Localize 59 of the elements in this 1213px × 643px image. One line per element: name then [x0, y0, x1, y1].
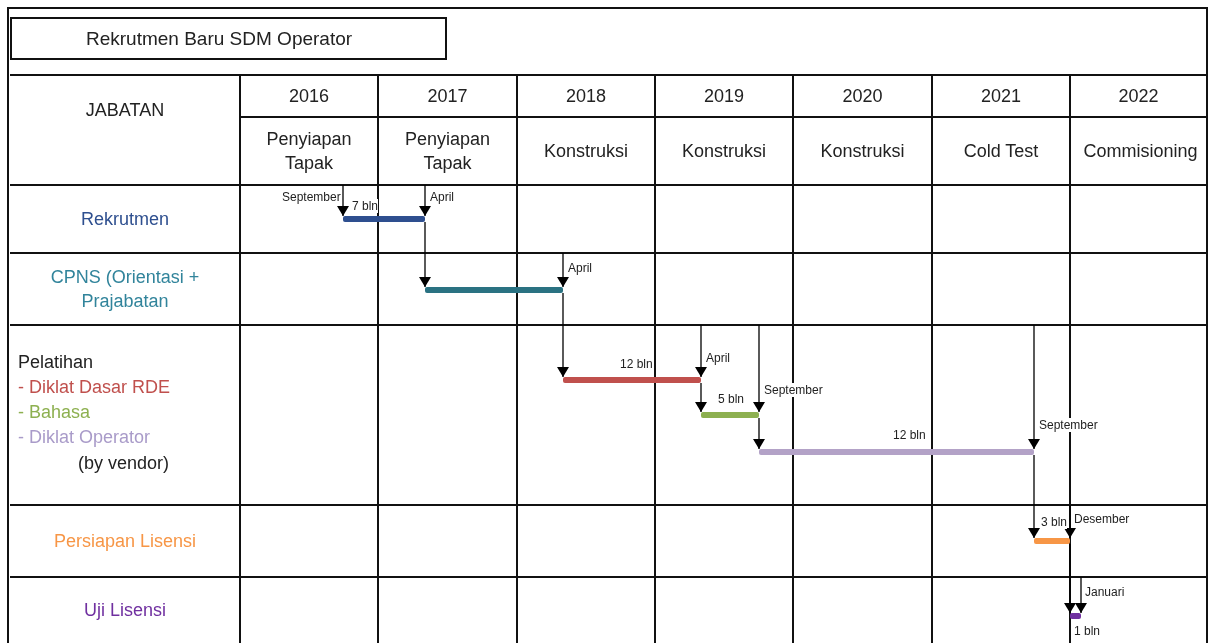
edge-label: September — [1038, 418, 1099, 432]
arrow — [1028, 454, 1040, 539]
arrow — [1075, 576, 1087, 614]
gantt-bar — [1034, 538, 1070, 544]
arrow — [695, 382, 707, 413]
arrow — [1028, 324, 1040, 450]
gantt-bar — [343, 216, 425, 222]
row-label: - Bahasa — [18, 402, 91, 423]
phase-text: Konstruksi — [543, 140, 628, 163]
arrow — [557, 252, 569, 288]
column-heading: JABATAN — [85, 99, 165, 122]
gantt-bar — [759, 449, 1034, 455]
year-heading: 2017 — [427, 85, 468, 108]
duration-label: 5 bln — [718, 392, 745, 406]
year-heading: 2021 — [980, 85, 1021, 108]
row-label: Persiapan Lisensi — [53, 530, 197, 553]
arrow — [1064, 543, 1076, 614]
year-heading: 2018 — [565, 85, 606, 108]
gantt-bar — [701, 412, 759, 418]
arrow — [419, 221, 431, 288]
duration-label: 7 bln — [352, 199, 379, 213]
arrow — [1064, 504, 1076, 539]
phase-text: Konstruksi — [681, 140, 766, 163]
edge-label: Januari — [1084, 585, 1126, 599]
edge-label: Desember — [1073, 512, 1131, 526]
row-label: CPNS (Orientasi + Prajabatan — [49, 266, 201, 313]
arrow — [337, 184, 349, 217]
arrow — [753, 417, 765, 450]
arrow — [695, 324, 707, 378]
arrow — [753, 324, 765, 413]
arrow — [419, 184, 431, 217]
row-label: Pelatihan — [18, 352, 94, 373]
gantt-bar — [563, 377, 701, 383]
edge-label: April — [567, 261, 593, 275]
row-label: Rekrutmen — [81, 208, 169, 231]
edge-label: September — [763, 383, 824, 397]
duration-label: 3 bln — [1041, 515, 1068, 529]
row-label: (by vendor) — [78, 453, 170, 474]
year-heading: 2019 — [703, 85, 744, 108]
gantt-bar — [1070, 613, 1081, 619]
phase-text: Konstruksi — [820, 140, 905, 163]
edge-label: April — [429, 190, 455, 204]
arrow — [557, 292, 569, 378]
phase-text: Penyiapan Tapak — [403, 128, 492, 175]
title: Rekrutmen Baru SDM Operator — [10, 17, 447, 60]
row-label: - Diklat Dasar RDE — [18, 377, 171, 398]
row-label: Uji Lisensi — [84, 599, 166, 622]
duration-label: 1 bln — [1074, 624, 1101, 638]
phase-text: Cold Test — [963, 140, 1039, 163]
row-label: - Diklat Operator — [18, 427, 151, 448]
year-heading: 2020 — [842, 85, 883, 108]
edge-label: April — [705, 351, 731, 365]
gantt-bar — [425, 287, 563, 293]
year-heading: 2022 — [1118, 85, 1159, 108]
phase-text: Penyiapan Tapak — [265, 128, 353, 175]
duration-label: 12 bln — [620, 357, 653, 371]
duration-label: 12 bln — [893, 428, 926, 442]
year-heading: 2016 — [288, 85, 329, 108]
edge-label: September — [281, 190, 342, 204]
